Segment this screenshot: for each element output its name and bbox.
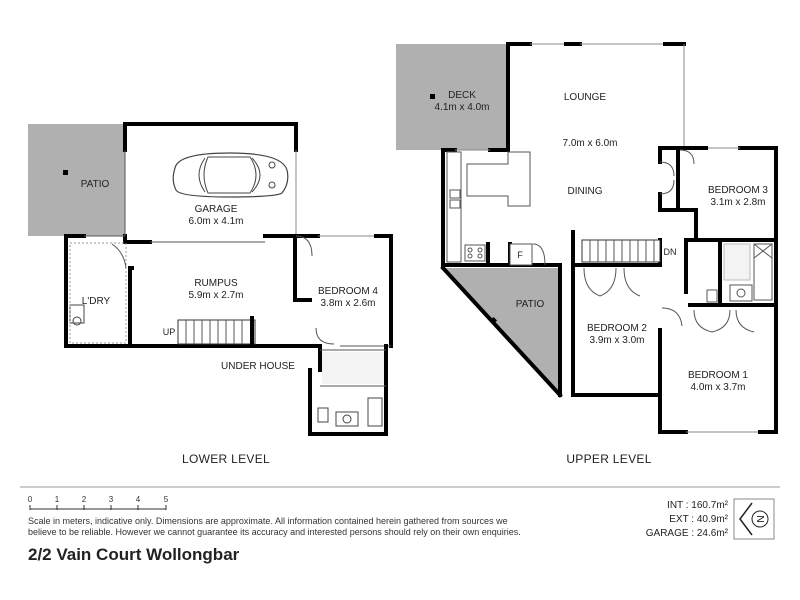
bedroom1-robe-door-2: [711, 309, 731, 333]
upper-patio-edge: [440, 265, 563, 398]
deck-area: [396, 44, 508, 150]
bedroom3-robe-door-2: [659, 179, 675, 195]
lower-patio-label: PATIO: [81, 179, 110, 190]
deck-label: DECK: [448, 90, 476, 101]
bedroom2-robe-door-3: [623, 267, 641, 297]
lower-stairs-up: UP: [163, 327, 176, 337]
bedroom4-door-swing-2: [315, 327, 335, 345]
bedroom1-size: 4.0m x 3.7m: [690, 382, 745, 393]
bedroom3-robe-door: [659, 161, 675, 177]
upper-stairs-dn: DN: [664, 247, 677, 257]
scale-tick: 2: [82, 495, 87, 504]
bedroom2-size: 3.9m x 3.0m: [589, 335, 644, 346]
scale-tick: 5: [164, 495, 169, 504]
bedroom4-label: BEDROOM 4: [318, 286, 378, 297]
laundry-tub: [69, 304, 85, 324]
lower-stairs: [177, 316, 256, 348]
rumpus-label: RUMPUS: [194, 278, 238, 289]
compass-letter: N: [756, 515, 767, 522]
bedroom1-label: BEDROOM 1: [688, 370, 748, 381]
lower-patio-marker: [63, 170, 68, 175]
bedroom2-robe-door-2: [599, 267, 617, 297]
deck-size: 4.1m x 4.0m: [434, 102, 489, 113]
scale-tick: 0: [28, 495, 33, 504]
car-icon: [172, 152, 289, 198]
upper-patio-label: PATIO: [516, 299, 545, 310]
bedroom4-door-swing: [295, 235, 313, 257]
bedroom3-size: 3.1m x 2.8m: [710, 197, 765, 208]
lower-level-title: LOWER LEVEL: [182, 452, 270, 466]
north-compass-icon: N: [733, 498, 775, 540]
dining-label: DINING: [568, 186, 603, 197]
lower-vanity: [335, 411, 359, 427]
bedroom3-label: BEDROOM 3: [708, 185, 768, 196]
bedroom3-door-swing: [679, 149, 695, 165]
lower-basin: [342, 414, 352, 424]
fridge-label: F: [517, 250, 523, 260]
internal-area: INT : 160.7m²: [667, 500, 728, 511]
bedroom1-robe-door-3: [735, 309, 755, 333]
garage-area: GARAGE : 24.6m²: [645, 528, 728, 539]
rumpus-size: 5.9m x 2.7m: [188, 290, 243, 301]
lower-toilet: [317, 407, 329, 423]
laundry-sink: [72, 316, 82, 326]
upper-walls: [441, 42, 778, 434]
disclaimer-line-1: Scale in meters, indicative only. Dimens…: [28, 516, 508, 526]
lounge-size: 7.0m x 6.0m: [562, 138, 617, 149]
laundry-label: L'DRY: [82, 296, 111, 307]
disclaimer-line-2: believe to be reliable. However we canno…: [28, 527, 521, 537]
upper-stairs: [581, 239, 661, 263]
garage-label: GARAGE: [195, 204, 238, 215]
lower-shower: [367, 397, 383, 427]
upper-patio-marker: [489, 316, 498, 325]
lower-patio-area: [28, 124, 125, 236]
laundry-door-swing: [111, 243, 127, 269]
scale-bar: 0 1 2 3 4 5: [28, 495, 169, 510]
bedroom1-door-swing: [661, 307, 683, 327]
area-summary: INT : 160.7m² EXT : 40.9m² GARAGE : 24.6…: [646, 499, 728, 541]
under-house-label: UNDER HOUSE: [221, 361, 295, 372]
scale-tick: 4: [136, 495, 141, 504]
laundry-bench: [69, 242, 127, 344]
bedroom2-robe-door: [583, 267, 601, 297]
lounge-label: LOUNGE: [564, 92, 607, 103]
kitchen: [446, 151, 533, 267]
bedroom4-size: 3.8m x 2.6m: [320, 298, 375, 309]
lower-walls: [64, 234, 393, 348]
garage-size: 6.0m x 4.1m: [188, 216, 243, 227]
disclaimer: Scale in meters, indicative only. Dimens…: [28, 516, 588, 538]
external-area: EXT : 40.9m²: [669, 514, 728, 525]
bedroom1-robe-door: [693, 309, 713, 333]
lower-bath-floor: [322, 352, 384, 384]
upper-bath: [706, 243, 773, 303]
lower-bath-walls: [308, 344, 388, 436]
scale-tick: 3: [109, 495, 114, 504]
scale-tick: 1: [55, 495, 60, 504]
property-address: 2/2 Vain Court Wollongbar: [28, 545, 240, 564]
deck-marker: [430, 94, 435, 99]
bedroom2-label: BEDROOM 2: [587, 323, 647, 334]
upper-level-title: UPPER LEVEL: [566, 452, 651, 466]
kitchen-door-swing: [532, 243, 546, 266]
